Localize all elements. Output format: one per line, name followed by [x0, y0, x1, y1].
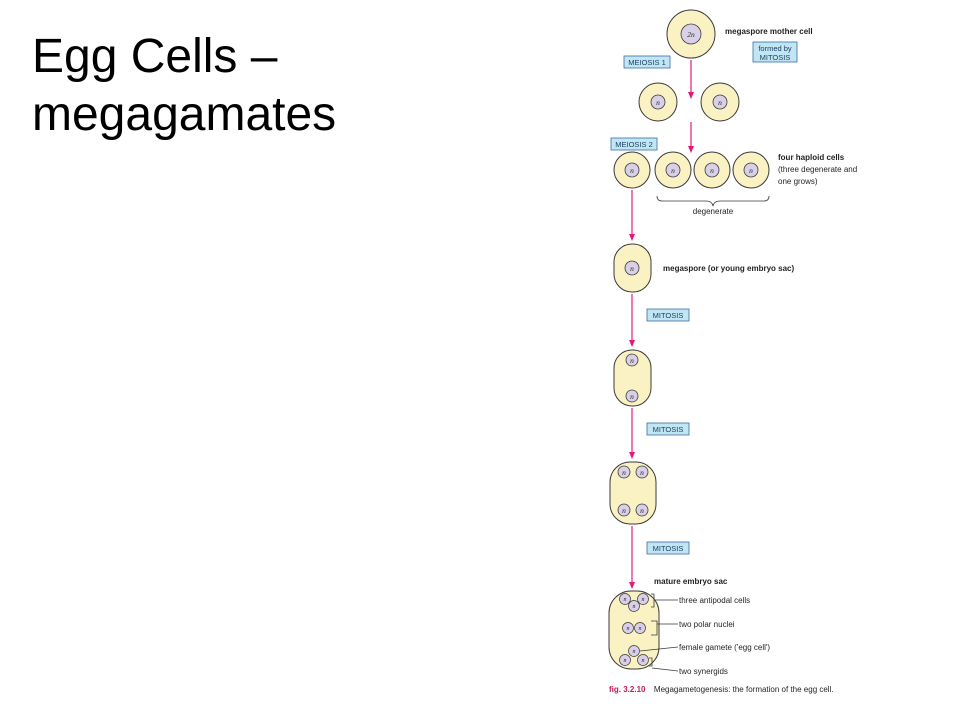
label-mother-cell: megaspore mother cell: [725, 27, 813, 36]
haploid-cell-3: n: [693, 151, 731, 189]
formed-by-mitosis-box: formed by MITOSIS: [752, 41, 798, 63]
dyad-cell-right: n: [700, 82, 740, 122]
mature-sac-leaders: [639, 593, 679, 672]
haploid-cell-2: n: [654, 151, 692, 189]
label-degenerate: degenerate: [693, 207, 734, 216]
mitosis-label-1: MITOSIS: [653, 311, 684, 320]
nucleus-label-n: n: [624, 597, 627, 603]
nucleus-label-n: n: [630, 166, 634, 175]
title-line-1: Egg Cells –: [32, 30, 278, 83]
mature-embryo-sac: n n n n n n n n: [608, 590, 660, 670]
formed-by-line-2: MITOSIS: [760, 53, 791, 62]
nucleus-label-n: n: [639, 626, 642, 632]
nucleus-label-n: n: [642, 597, 645, 603]
mitosis-box-3: MITOSIS: [646, 541, 690, 555]
megaspore-cell: n: [613, 243, 652, 293]
label-polar: two polar nuclei: [679, 620, 735, 629]
meiosis2-box: MEIOSIS 2: [610, 137, 658, 151]
nucleus-label-n: n: [671, 166, 675, 175]
label-antipodal: three antipodal cells: [679, 596, 750, 605]
meiosis2-label: MEIOSIS 2: [615, 140, 653, 149]
meiosis1-box: MEIOSIS 1: [623, 55, 671, 69]
nucleus-label-n: n: [630, 264, 634, 273]
mitosis-label-2: MITOSIS: [653, 425, 684, 434]
haploid-cell-4: n: [732, 151, 770, 189]
nucleus-label-n: n: [718, 98, 722, 107]
caption-fig-number: fig. 3.2.10: [609, 685, 646, 694]
nucleus-label-n: n: [633, 649, 636, 655]
nucleus-label-n: n: [749, 166, 753, 175]
nucleus-label-n: n: [624, 658, 627, 664]
label-egg: female gamete ('egg cell'): [679, 643, 770, 652]
nucleus-label-n: n: [630, 356, 634, 365]
nucleus-label-n: n: [642, 658, 645, 664]
label-haploid-1: four haploid cells: [778, 153, 845, 162]
title-line-2: megagamates: [32, 88, 337, 141]
nucleus-label-n: n: [630, 392, 634, 401]
four-nucleate-sac: n n n n: [609, 461, 657, 525]
label-synergids: two synergids: [679, 667, 728, 676]
nucleus-label-n: n: [633, 604, 636, 610]
slide-title: Egg Cells – megagamates: [32, 28, 336, 144]
degenerate-brace: [656, 195, 770, 207]
nucleus-label-n: n: [640, 468, 644, 477]
haploid-cell-1: n: [613, 151, 651, 189]
caption-text: Megagametogenesis: the formation of the …: [654, 685, 834, 694]
dyad-cell-left: n: [638, 82, 678, 122]
label-haploid-3: one grows): [778, 177, 818, 186]
figure-caption: fig. 3.2.10 Megagametogenesis: the forma…: [609, 679, 834, 696]
nucleus-label-n: n: [627, 626, 630, 632]
megaspore-mother-cell: 2n: [666, 9, 716, 59]
label-mature-sac: mature embryo sac: [654, 577, 728, 586]
label-megaspore: megaspore (or young embryo sac): [663, 264, 794, 273]
nucleus-label-n: n: [622, 468, 626, 477]
nucleus-label-n: n: [656, 98, 660, 107]
mitosis-box-2: MITOSIS: [646, 422, 690, 436]
label-haploid-2: (three degenerate and: [778, 165, 857, 174]
two-nucleate-sac: n n: [613, 349, 652, 407]
mitosis-label-3: MITOSIS: [653, 544, 684, 553]
nucleus-label-n: n: [710, 166, 714, 175]
mitosis-box-1: MITOSIS: [646, 308, 690, 322]
meiosis1-label: MEIOSIS 1: [628, 58, 666, 67]
nucleus-label-n: n: [622, 506, 626, 515]
nucleus-label-2n: 2n: [687, 30, 695, 39]
nucleus-label-n: n: [640, 506, 644, 515]
formed-by-line-1: formed by: [758, 44, 792, 53]
